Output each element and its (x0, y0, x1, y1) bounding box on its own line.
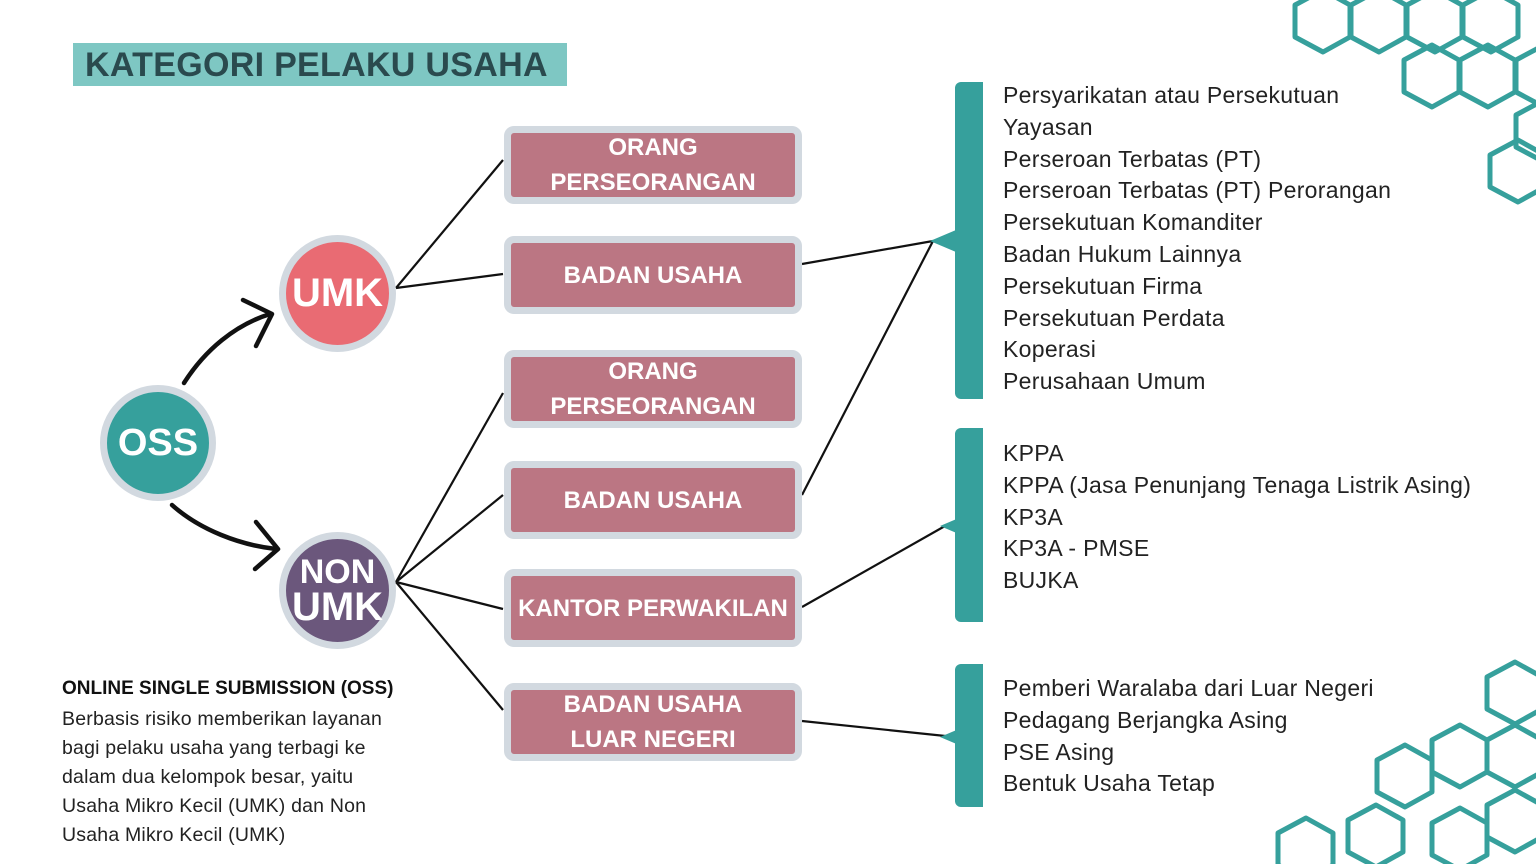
non-umk-label-line2: UMK (291, 584, 384, 629)
oss-node: OSS (100, 385, 216, 501)
list-item: KP3A - PMSE (1003, 535, 1150, 562)
kantor-perwakilan-list: KPPA KPPA (Jasa Penunjang Tenaga Listrik… (1003, 438, 1471, 597)
list-item: Koperasi (1003, 336, 1097, 363)
list-item: Pedagang Berjangka Asing (1003, 706, 1288, 733)
non-umk-node: NON UMK (279, 532, 396, 649)
title-banner: KATEGORI PELAKU USAHA (73, 43, 567, 86)
list-item: Persyarikatan atau Persekutuan (1003, 82, 1340, 108)
oss-label: OSS (117, 421, 199, 464)
nonumk-badan-usaha-box: BADAN USAHA (504, 461, 802, 539)
kantor-perwakilan-box: KANTOR PERWAKILAN (504, 569, 802, 647)
nonumk-orang-perseorangan-box: ORANG PERSEORANGAN (504, 350, 802, 428)
list-item: Perusahaan Umum (1003, 368, 1206, 395)
list-item: Pemberi Waralaba dari Luar Negeri (1003, 675, 1374, 701)
badan-usaha-list: Persyarikatan atau Persekutuan Yayasan P… (1003, 80, 1391, 398)
box-label-line1: BADAN USAHA (563, 261, 743, 289)
list-item: Persekutuan Komanditer (1003, 209, 1263, 236)
list-item: Bentuk Usaha Tetap (1003, 770, 1216, 797)
badan-usaha-luar-negeri-box: BADAN USAHA LUAR NEGERI (504, 683, 802, 761)
box-label-line1: BADAN USAHA (563, 486, 743, 514)
oss-note-line: bagi pelaku usaha yang terbagi ke (62, 737, 366, 759)
box-label-line2: PERSEORANGAN (550, 169, 756, 196)
oss-arrows (169, 297, 281, 572)
list-item: KPPA (Jasa Penunjang Tenaga Listrik Asin… (1003, 471, 1472, 498)
list-item: Perseroan Terbatas (PT) Perorangan (1003, 177, 1392, 204)
box-label-line2: LUAR NEGERI (570, 726, 736, 753)
box-label-line1: BADAN USAHA (563, 691, 743, 718)
list-item: Yayasan (1003, 113, 1093, 140)
bracket-notch-luar-negeri (940, 726, 966, 748)
bracket-notch-badan-usaha (930, 230, 956, 252)
umk-badan-usaha-box: BADAN USAHA (504, 236, 802, 314)
box-label-line1: ORANG (608, 358, 698, 385)
bracket-notch-kantor-perwakilan (940, 515, 966, 537)
list-item: BUJKA (1003, 567, 1079, 594)
umk-node: UMK (279, 235, 396, 352)
page-title: KATEGORI PELAKU USAHA (85, 46, 548, 84)
hexagon-decoration-top-right (1292, 0, 1536, 205)
oss-note-line: Berbasis risiko memberikan layanan (62, 708, 383, 730)
box-label-line2: PERSEORANGAN (550, 393, 756, 420)
box-label-line1: ORANG (608, 134, 698, 161)
hexagon-decoration-bottom-right (1275, 659, 1536, 864)
list-item: PSE Asing (1003, 738, 1115, 765)
umk-orang-perseorangan-box: ORANG PERSEORANGAN (504, 126, 802, 204)
list-item: Persekutuan Firma (1003, 272, 1203, 299)
oss-note-line: Usaha Mikro Kecil (UMK) dan Non (62, 795, 367, 817)
oss-note-heading: ONLINE SINGLE SUBMISSION (OSS) (62, 678, 394, 699)
non-umk-label-line1: NON (299, 552, 376, 591)
list-item: Persekutuan Perdata (1003, 304, 1225, 331)
bracket-badan-usaha (955, 82, 983, 399)
list-item: Badan Hukum Lainnya (1003, 240, 1242, 267)
box-label-line1: KANTOR PERWAKILAN (518, 594, 788, 622)
oss-note-body: Berbasis risiko memberikan layanan bagi … (62, 705, 442, 850)
luar-negeri-list: Pemberi Waralaba dari Luar Negeri Pedaga… (1003, 673, 1374, 800)
oss-note-line: Usaha Mikro Kecil (UMK) (62, 824, 286, 846)
list-item: KP3A (1003, 503, 1064, 530)
oss-note-line: dalam dua kelompok besar, yaitu (62, 766, 354, 788)
umk-label: UMK (291, 271, 384, 315)
tree-lines (395, 159, 956, 739)
list-item: Perseroan Terbatas (PT) (1003, 145, 1262, 172)
list-item: KPPA (1003, 440, 1064, 466)
